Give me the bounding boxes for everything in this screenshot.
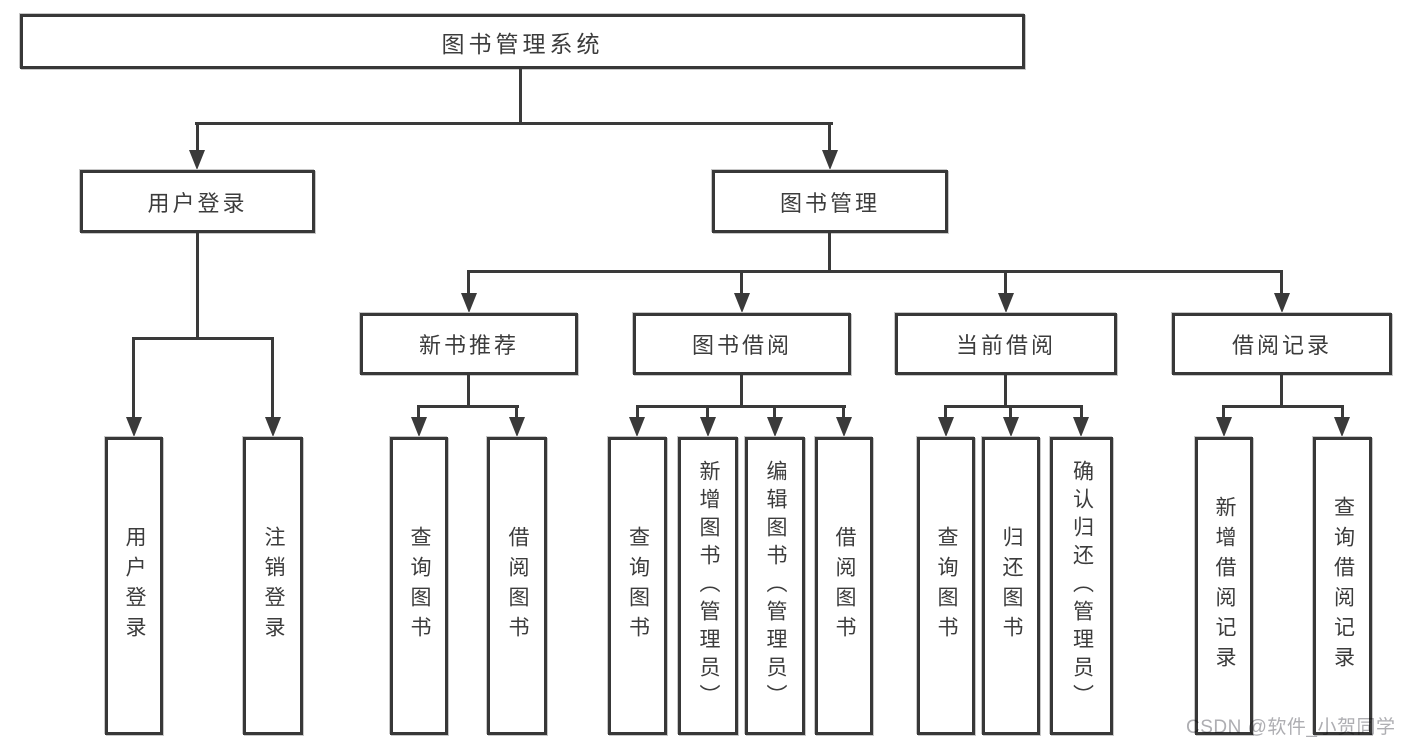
- connector-borrow-records-stem: [1280, 375, 1283, 405]
- connector-drop-book-borrow: [740, 270, 743, 297]
- leaf-query-books-1-label: 查询图书: [408, 526, 431, 646]
- leaf-query-books-3-label: 查询图书: [935, 526, 958, 646]
- connector-arrowhead: [189, 150, 205, 170]
- connector-arrowhead: [998, 293, 1014, 313]
- connector-book-borrow-branch: [636, 405, 846, 408]
- connector-arrowhead: [938, 417, 954, 437]
- connector-arrowhead: [1216, 417, 1232, 437]
- leaf-query-books-2-label: 查询图书: [626, 526, 650, 646]
- connector-arrowhead: [734, 293, 750, 313]
- connector-drop-borrow-records: [1280, 270, 1283, 297]
- connector-arrowhead: [461, 293, 477, 313]
- leaf-add-borrow-record-label: 新增借阅记录: [1213, 496, 1236, 676]
- leaf-user-login: 用户登录: [105, 437, 163, 735]
- connector-current-borrow-stem: [1004, 375, 1007, 405]
- connector-arrowhead: [836, 417, 852, 437]
- leaf-edit-books-label: 编辑图书（管理员）: [764, 460, 787, 712]
- connector-book-borrow-stem: [740, 375, 743, 405]
- node-current-borrow: 当前借阅: [895, 313, 1117, 375]
- leaf-query-books-3: 查询图书: [917, 437, 975, 735]
- node-new-book-rec: 新书推荐: [360, 313, 578, 375]
- connector-drop: [944, 405, 947, 421]
- connector-drop: [842, 405, 845, 421]
- leaf-logout: 注销登录: [243, 437, 303, 735]
- connector-arrowhead: [411, 417, 427, 437]
- connector-drop-new-book-rec: [467, 270, 470, 297]
- connector-arrowhead: [1334, 417, 1350, 437]
- connector-drop: [706, 405, 709, 421]
- connector-arrowhead: [767, 417, 783, 437]
- leaf-confirm-return: 确认归还（管理员）: [1050, 437, 1113, 735]
- leaf-add-borrow-record: 新增借阅记录: [1195, 437, 1253, 735]
- connector-drop: [1009, 405, 1012, 421]
- connector-arrowhead: [126, 417, 142, 437]
- leaf-add-books-label: 新增图书（管理员）: [697, 460, 720, 712]
- connector-user-login-branch: [132, 337, 274, 340]
- connector-arrowhead: [509, 417, 525, 437]
- connector-root-stem: [519, 69, 522, 122]
- leaf-query-borrow-record-label: 查询借阅记录: [1331, 496, 1355, 676]
- leaf-return-books: 归还图书: [982, 437, 1040, 735]
- connector-drop: [417, 405, 420, 421]
- connector-drop-current-borrow: [1004, 270, 1007, 297]
- leaf-confirm-return-label: 确认归还（管理员）: [1070, 460, 1094, 712]
- leaf-user-login-label: 用户登录: [123, 526, 146, 646]
- connector-drop-user-login-leaf: [132, 337, 135, 421]
- node-borrow-records-label: 借阅记录: [1231, 333, 1332, 358]
- connector-arrowhead: [1003, 417, 1019, 437]
- node-new-book-rec-label: 新书推荐: [418, 333, 519, 358]
- leaf-query-borrow-record: 查询借阅记录: [1313, 437, 1372, 735]
- connector-drop-logout: [271, 337, 274, 421]
- connector-borrow-records-branch: [1222, 405, 1344, 408]
- leaf-add-books: 新增图书（管理员）: [678, 437, 738, 735]
- node-current-borrow-label: 当前借阅: [955, 333, 1056, 358]
- connector-arrowhead: [700, 417, 716, 437]
- connector-drop: [1222, 405, 1225, 421]
- leaf-return-books-label: 归还图书: [1000, 526, 1023, 646]
- connector-arrowhead: [1073, 417, 1089, 437]
- connector-drop: [515, 405, 518, 421]
- leaf-query-books-2: 查询图书: [608, 437, 667, 735]
- node-book-borrow-label: 图书借阅: [691, 333, 792, 358]
- connector-new-book-rec-stem: [467, 375, 470, 405]
- connector-arrowhead: [822, 150, 838, 170]
- connector-user-login-stem: [196, 233, 199, 337]
- node-user-login-label: 用户登录: [147, 190, 248, 216]
- node-borrow-records: 借阅记录: [1172, 313, 1392, 375]
- connector-arrowhead: [1274, 293, 1290, 313]
- leaf-logout-label: 注销登录: [262, 526, 285, 646]
- node-user-login: 用户登录: [80, 170, 315, 233]
- leaf-borrow-books-1-label: 借阅图书: [506, 526, 529, 646]
- node-book-mgmt-label: 图书管理: [779, 190, 880, 216]
- connector-drop: [636, 405, 639, 421]
- leaf-query-books-1: 查询图书: [390, 437, 448, 735]
- leaf-borrow-books-2-label: 借阅图书: [833, 526, 856, 646]
- connector-root-branch: [195, 122, 833, 125]
- connector-new-book-rec-branch: [417, 405, 519, 408]
- connector-book-mgmt-branch: [467, 270, 1283, 273]
- leaf-borrow-books-2: 借阅图书: [815, 437, 873, 735]
- connector-drop-user-login: [196, 122, 199, 154]
- connector-drop: [1341, 405, 1344, 421]
- connector-arrowhead: [629, 417, 645, 437]
- leaf-edit-books: 编辑图书（管理员）: [745, 437, 805, 735]
- node-root: 图书管理系统: [20, 14, 1025, 69]
- connector-drop: [1080, 405, 1083, 421]
- node-book-mgmt: 图书管理: [712, 170, 948, 233]
- connector-arrowhead: [265, 417, 281, 437]
- csdn-watermark: CSDN @软件_小贺同学: [1186, 717, 1396, 738]
- connector-drop: [773, 405, 776, 421]
- node-root-label: 图书管理系统: [441, 30, 604, 57]
- connector-drop-book-mgmt: [828, 122, 831, 154]
- connector-book-mgmt-stem: [828, 233, 831, 270]
- leaf-borrow-books-1: 借阅图书: [487, 437, 547, 735]
- connector-current-borrow-branch: [944, 405, 1083, 408]
- node-book-borrow: 图书借阅: [633, 313, 851, 375]
